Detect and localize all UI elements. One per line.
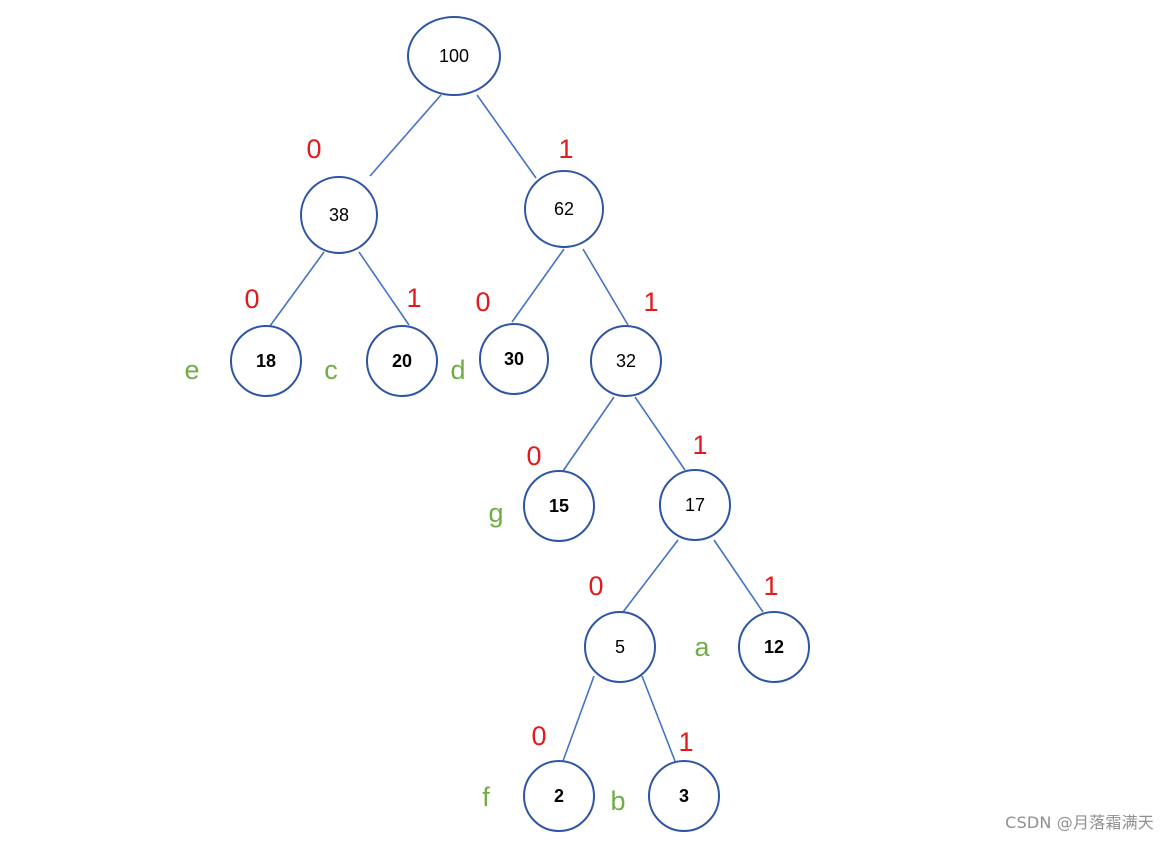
internal-node-62: 62 xyxy=(524,170,604,248)
leaf-char-label-g: g xyxy=(488,498,503,528)
leaf-node-30: 30 xyxy=(479,323,549,395)
leaf-node-12: 12 xyxy=(738,611,810,683)
edge-17-to-5 xyxy=(622,539,679,613)
edge-38-to-20 xyxy=(358,251,410,326)
edge-bit-label: 0 xyxy=(244,284,259,314)
node-circle xyxy=(738,611,810,683)
leaf-node-15: 15 xyxy=(523,470,595,542)
edge-bit-label: 1 xyxy=(692,430,707,460)
edge-62-to-32 xyxy=(582,248,629,326)
edge-38-to-18 xyxy=(269,251,325,327)
node-weight-label: 18 xyxy=(256,351,276,371)
leaf-char-label-f: f xyxy=(482,782,490,812)
leaf-char-label-d: d xyxy=(450,355,465,385)
edge-bit-label: 1 xyxy=(406,283,421,313)
edge-bit-label: 0 xyxy=(526,441,541,471)
edge-100-to-62 xyxy=(476,94,537,179)
edge-5-to-3 xyxy=(641,675,676,762)
node-weight-label: 38 xyxy=(329,205,349,225)
internal-node-38: 38 xyxy=(300,176,378,254)
internal-node-32: 32 xyxy=(590,325,662,397)
leaf-char-label-e: e xyxy=(184,355,199,385)
node-circle xyxy=(230,325,302,397)
edge-100-to-38 xyxy=(369,94,442,177)
node-weight-label: 62 xyxy=(554,199,574,219)
node-weight-label: 12 xyxy=(764,637,784,657)
node-weight-label: 100 xyxy=(439,46,469,66)
edge-bit-label: 1 xyxy=(643,287,658,317)
node-weight-label: 17 xyxy=(685,495,705,515)
edge-32-to-17 xyxy=(634,396,686,471)
node-circle xyxy=(648,760,720,832)
node-circle xyxy=(523,470,595,542)
node-circle xyxy=(524,170,604,248)
node-circle xyxy=(300,176,378,254)
edge-bit-label: 0 xyxy=(306,134,321,164)
leaf-node-2: 2 xyxy=(523,760,595,832)
node-weight-label: 15 xyxy=(549,496,569,516)
node-circle xyxy=(366,325,438,397)
edge-32-to-15 xyxy=(562,396,615,472)
edge-62-to-30 xyxy=(511,248,565,323)
node-weight-label: 3 xyxy=(679,786,689,806)
watermark: CSDN @月落霜满天 xyxy=(1005,813,1154,832)
node-circle xyxy=(479,323,549,395)
leaf-node-18: 18 xyxy=(230,325,302,397)
node-circle xyxy=(659,469,731,541)
leaf-char-label-b: b xyxy=(610,786,625,816)
leaf-char-label-a: a xyxy=(694,632,710,662)
edge-bit-label: 0 xyxy=(531,721,546,751)
edge-bit-label: 0 xyxy=(588,571,603,601)
edge-5-to-2 xyxy=(562,675,595,762)
leaf-node-20: 20 xyxy=(366,325,438,397)
node-weight-label: 20 xyxy=(392,351,412,371)
node-circle xyxy=(407,16,501,96)
node-weight-label: 5 xyxy=(615,637,625,657)
node-weight-label: 2 xyxy=(554,786,564,806)
leaf-node-3: 3 xyxy=(648,760,720,832)
edge-bit-label: 1 xyxy=(678,727,693,757)
node-weight-label: 30 xyxy=(504,349,524,369)
internal-node-5: 5 xyxy=(584,611,656,683)
edge-bit-label: 0 xyxy=(475,287,490,317)
internal-node-17: 17 xyxy=(659,469,731,541)
edge-bit-label: 1 xyxy=(763,571,778,601)
node-circle xyxy=(590,325,662,397)
labels-layer: 0 1 0 1 0 1 0 1 0 1 0 1 e c d g a f b xyxy=(184,134,778,816)
node-circle xyxy=(523,760,595,832)
internal-node-100: 100 xyxy=(407,16,501,96)
node-weight-label: 32 xyxy=(616,351,636,371)
edge-bit-label: 1 xyxy=(558,134,573,164)
edge-17-to-12 xyxy=(713,539,764,613)
node-circle xyxy=(584,611,656,683)
leaf-char-label-c: c xyxy=(324,355,338,385)
edges-layer xyxy=(269,94,764,762)
